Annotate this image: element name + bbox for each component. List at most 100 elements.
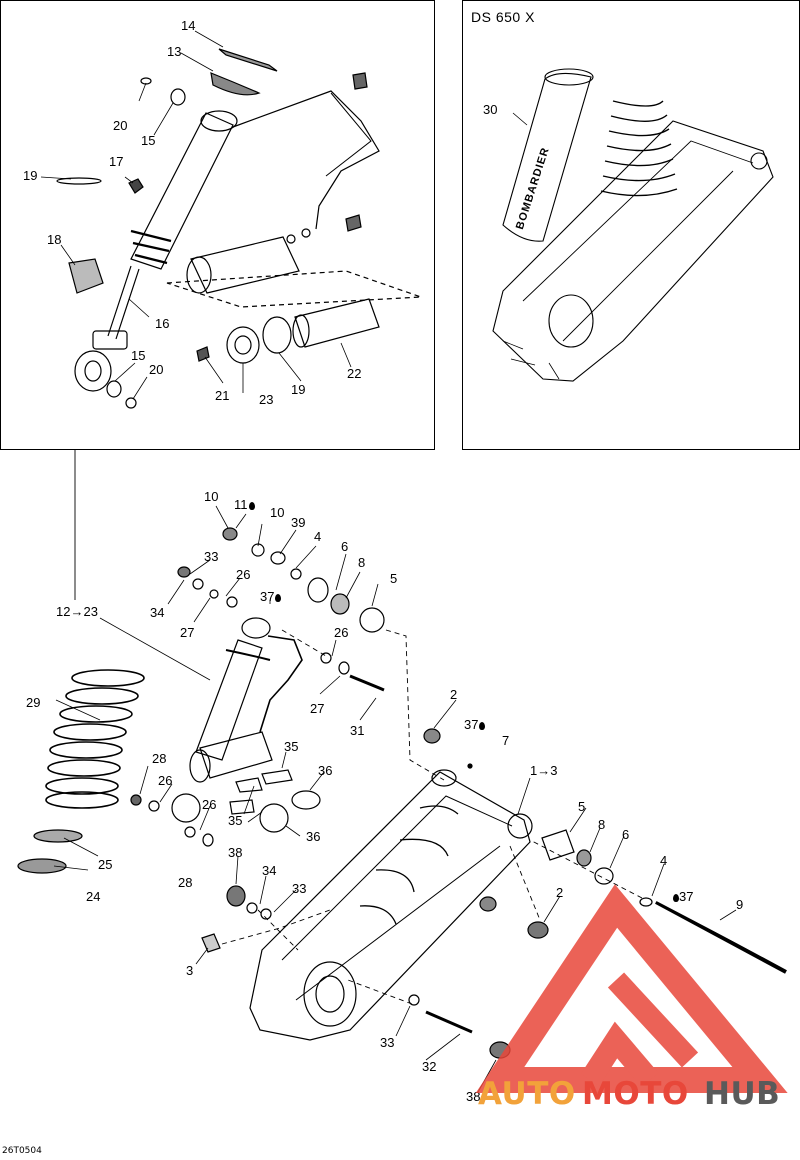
part-21-valve [196,346,210,362]
shaft-9 [655,900,787,974]
callout-20: 20 [113,118,128,133]
callout-33b: 33 [292,881,307,896]
model-title: DS 650 X [471,9,535,25]
oil-drop-icon [275,594,282,602]
callout-24: 24 [86,889,101,904]
callout-37c: 37 [672,890,693,904]
callout-12-23: 12→23 [56,604,98,619]
part-19-oring [56,177,102,185]
callout-17: 17 [109,154,124,169]
callout-5b: 5 [578,799,586,814]
callout-8b: 8 [598,817,606,832]
callout-3: 3 [186,963,194,978]
oil-drop-icon [479,722,486,730]
callout-31: 31 [350,723,365,738]
callout-37b-number: 37 [464,717,479,732]
swingarm-main [249,771,531,1041]
shock-detail-panel: 14 13 20 15 17 19 18 16 15 20 21 23 19 2… [0,0,435,450]
callout-36: 36 [318,763,333,778]
cap-2-upper [423,728,441,744]
shock-spring [600,100,678,197]
callout-5: 5 [390,571,398,586]
callout-38: 38 [228,845,243,860]
callout-6: 6 [341,539,349,554]
main-shock-hose [259,635,303,733]
callout-16: 16 [155,316,170,331]
callout-11: 11 [234,498,255,512]
coil-spring-29 [45,669,145,809]
reservoir-body [190,236,300,294]
callout-8: 8 [358,555,366,570]
part-19-ring [262,316,292,354]
callout-37: 37 [260,589,282,604]
hose-fitting-top [352,72,368,90]
callout-35b: 35 [228,813,243,828]
callout-30: 30 [483,102,498,117]
shock-bottom-eye [74,350,112,392]
model-variant-panel: DS 650 X 30 BOMBARDIER [462,0,800,450]
bushing-3 [201,933,221,953]
callout-28: 28 [152,751,167,766]
bolt-31 [349,674,385,692]
watermark-text-auto: AUTO [478,1076,576,1112]
callout-18: 18 [47,232,62,247]
swingarm-gussets [359,805,459,925]
hose-fitting-bottom [345,214,362,232]
callout-4: 4 [314,529,322,544]
spring-seat-25 [33,829,83,843]
callout-21: 21 [215,388,230,403]
oil-drop-icon [248,502,255,510]
callout-26c: 26 [158,773,173,788]
callout-34b: 34 [262,863,277,878]
watermark-text-hub: HUB [704,1076,781,1112]
spring-seat-24 [17,858,67,874]
shock-body [130,112,234,270]
figure-code: 26T0504 [2,1146,42,1156]
reservoir-dashed-box [166,270,422,308]
callout-36b: 36 [306,829,321,844]
main-shock-body [195,639,263,761]
main-shock-top [241,617,271,639]
shock-rod-a [107,265,132,337]
callout-39: 39 [291,515,306,530]
reservoir-cylinder [502,72,592,242]
callout-37c-number: 37 [679,889,694,904]
reservoir-hose [232,90,380,230]
callout-1-3: 1→3 [530,763,558,778]
watermark-triangle [475,884,788,1093]
shock-lower-cup [92,330,128,350]
callout-26d: 26 [202,797,217,812]
callout-23: 23 [259,392,274,407]
callout-15-lower: 15 [131,348,146,363]
callout-22: 22 [347,366,362,381]
oil-drop-icon [673,894,679,902]
callout-2: 2 [450,687,458,702]
clamp-36-upper [291,790,321,810]
shock-coils [130,229,172,265]
callout-6b: 6 [622,827,630,842]
callout-13: 13 [167,44,182,59]
callout-29: 29 [26,695,41,710]
main-shock-bottom-eye [171,793,201,823]
swingarm-frame [492,120,774,382]
main-shock-spring-seat [225,649,271,661]
bolt-32 [425,1010,473,1034]
main-shock-reservoir [199,731,273,779]
callout-15: 15 [141,133,156,148]
part-18-bumper [68,258,104,294]
callout-34: 34 [150,605,165,620]
callout-26: 26 [236,567,251,582]
callout-33c: 33 [380,1035,395,1050]
callout-37-number: 37 [260,589,275,604]
shock-exploded-drawing [40,30,422,409]
callout-35: 35 [284,739,299,754]
callout-26b: 26 [334,625,349,640]
callout-27: 27 [180,625,195,640]
callout-25: 25 [98,857,113,872]
callout-27b: 27 [310,701,325,716]
callout-10b: 10 [270,505,285,520]
callout-14: 14 [181,18,196,33]
callout-2b: 2 [556,885,564,900]
callout-9: 9 [736,897,744,912]
